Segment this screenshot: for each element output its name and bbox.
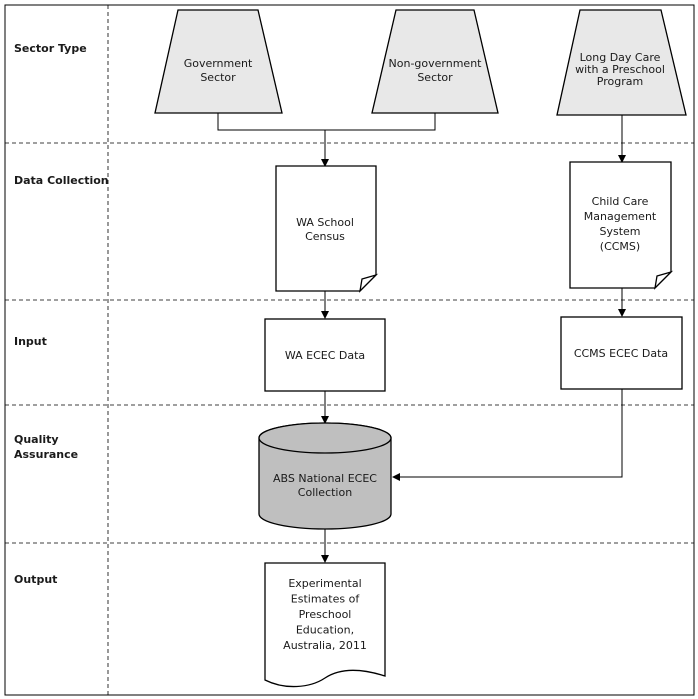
experimental-estimates-shape (264, 562, 386, 688)
non-government-sector-shape (371, 9, 499, 114)
wa-school-census-fold (359, 273, 379, 293)
lane-label-output: Output (14, 573, 57, 586)
long-day-care-shape (556, 9, 687, 116)
lane-label-data-collection: Data Collection (14, 174, 109, 187)
wa-ecec-data-label: WA ECEC Data (285, 349, 365, 362)
connector-government-merge (217, 113, 325, 131)
lane-label-input: Input (14, 335, 47, 348)
lane-label-sector-type: Sector Type (14, 42, 87, 55)
diagram-frame (4, 4, 695, 696)
government-sector-shape (154, 9, 283, 114)
wa-ecec-data-shape (264, 318, 386, 392)
ccms-fold (654, 270, 674, 290)
connector-non-government-merge (325, 113, 436, 131)
node-wa-ecec-data[interactable]: WA ECEC Data (264, 318, 386, 392)
abs-collection-top (258, 422, 392, 454)
arrow-ccms-ecec-to-abs (392, 389, 623, 481)
ccms-ecec-data-shape (560, 316, 683, 390)
node-ccms-ecec-data[interactable]: CCMS ECEC Data (560, 316, 683, 390)
ccms-ecec-data-label: CCMS ECEC Data (574, 347, 668, 360)
